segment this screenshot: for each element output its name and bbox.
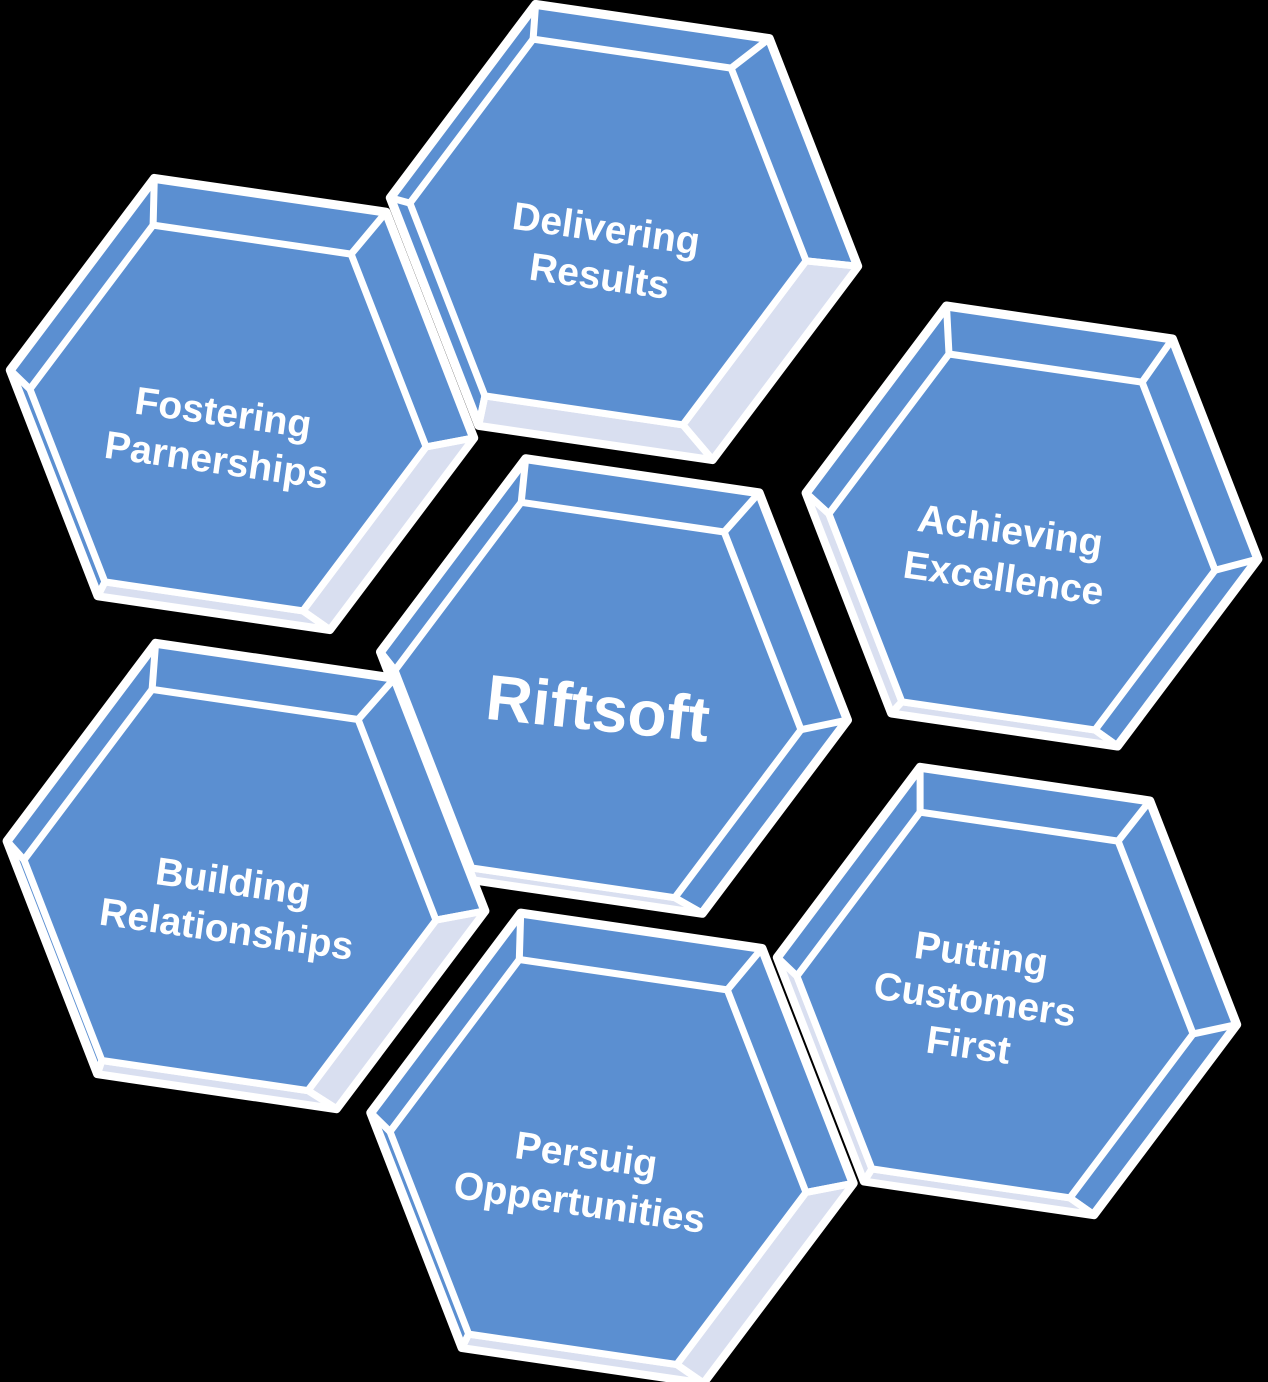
- hexagon-rim-edge: [802, 257, 862, 270]
- hexagon-rim-edge: [354, 674, 398, 723]
- hexagon-front-face: [825, 350, 1219, 734]
- hexagon-front-face: [793, 808, 1197, 1202]
- hexagon-front-face: [26, 221, 430, 615]
- hexagon-rim-edge: [1211, 555, 1262, 574]
- hexagon-rim-edge: [515, 909, 525, 963]
- hexagon-rim-edge: [3, 837, 28, 864]
- hexagon-rim-edge: [377, 648, 399, 674]
- hexagon-front-face: [386, 956, 810, 1368]
- hexagon-rim-edge: [773, 953, 801, 980]
- hexagon-rim-edge: [367, 1109, 394, 1136]
- hexagon-fostering-parnerships: FosteringParnerships: [5, 173, 479, 635]
- hexagon-rim-edge: [6, 366, 34, 393]
- hexagon-achieving-excellence: AchievingExcellence: [801, 301, 1263, 751]
- hexagon-rim-edge: [149, 174, 158, 229]
- hexagon-rim-edge: [1091, 726, 1121, 750]
- hexagon-rim-edge: [723, 944, 766, 994]
- hexagon-rim-edge: [1189, 1021, 1241, 1038]
- hexagon-rim-edge: [529, 0, 540, 43]
- hexagon-rim-edge: [943, 302, 953, 358]
- hexagon-rim-edge: [304, 1087, 340, 1113]
- hexagon-rim-edge: [148, 639, 160, 693]
- hexagon-riftsoft: Riftsoft: [376, 454, 852, 918]
- hexagon-rim-edge: [727, 35, 773, 72]
- hexagon-rim-edge: [475, 392, 489, 429]
- hexagon-rim-edge: [1066, 1194, 1098, 1219]
- hexagon-rim-edge: [679, 421, 716, 464]
- hexagon-rim-edge: [432, 907, 489, 924]
- hexagon-delivering-results: DeliveringResults: [385, 0, 863, 465]
- hexagon-front-face: [20, 685, 440, 1095]
- hexagon-rim-edge: [422, 434, 478, 451]
- hexagon-rim-edge: [1114, 797, 1154, 845]
- hexagon-front-face: [406, 35, 810, 429]
- hexagon-rim-edge: [720, 489, 763, 536]
- hexagon-rim-edge: [517, 455, 530, 506]
- hexagon-building-relationships: BuildingRelationships: [2, 638, 490, 1114]
- hexagon-rim-edge: [802, 1179, 857, 1196]
- hexagon-putting-customers-first: PuttingCustomersFirst: [772, 762, 1242, 1220]
- hexagon-rim-edge: [1138, 335, 1176, 386]
- hexagon-front-face: [391, 498, 805, 902]
- hexagon-persuig-oppertunities: PersuigOppertunities: [366, 908, 858, 1382]
- hexagon-rim-edge: [299, 607, 334, 634]
- hexagon-rim-edge: [671, 894, 706, 917]
- hexagon-rim-edge: [673, 1361, 707, 1382]
- hexagon-rim-edge: [797, 716, 851, 734]
- hexagon-rim-edge: [347, 208, 390, 258]
- hexagon-rim-edge: [802, 489, 833, 518]
